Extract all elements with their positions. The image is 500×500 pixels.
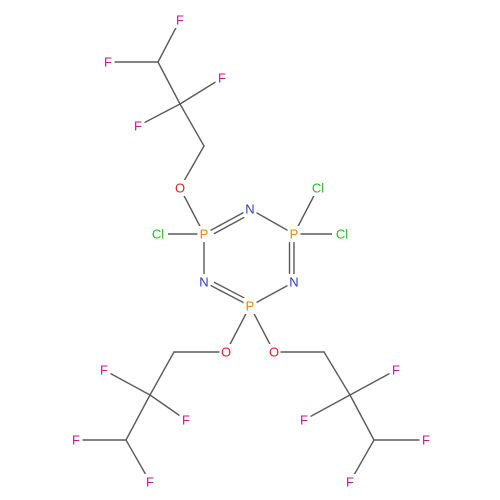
atom-f5: F [97,362,111,378]
bond-c1-c2 [179,103,205,147]
atom-label-background [243,201,257,217]
atom-symbol: P [200,227,209,242]
atom-label-background [197,226,211,242]
atom-symbol: Cl [336,227,348,242]
atom-label-background [243,298,257,314]
atom-label-background [131,118,145,134]
atom-label-background [219,344,233,360]
atom-symbol: F [346,475,354,490]
atom-symbol: F [146,475,154,490]
atom-f6: F [179,412,193,428]
bond-p3-n3-second-line [213,281,245,299]
atom-f11: F [419,432,433,448]
atom-label-background [419,432,433,448]
atom-symbol: O [175,181,185,196]
atom-label-background [389,362,403,378]
atom-symbol: F [392,363,400,378]
atom-symbol: F [218,71,226,86]
atom-f9: F [389,362,403,378]
atom-label-background [332,226,352,242]
atom-label-background [101,54,115,70]
atom-f4: F [131,118,145,134]
bond-c5-c6 [125,394,151,441]
bond-c8-f9 [349,369,397,396]
atom-f10: F [297,412,311,428]
atom-label-background [287,226,301,242]
atom-symbol: P [246,299,255,314]
atom-symbol: F [134,119,142,134]
atom-o2: O [219,344,233,360]
bond-c2-c3 [157,61,181,105]
atom-label-background [267,344,281,360]
atom-label-background [215,70,229,86]
bond-c4-c5 [149,351,175,396]
atom-label-background [308,180,328,196]
atom-symbol: F [176,13,184,28]
atom-cl3: Cl [332,226,352,242]
atom-symbol: F [100,363,108,378]
atom-f7: F [69,432,83,448]
atom-f2: F [101,54,115,70]
atom-symbol: N [289,275,298,290]
bond-c8-f10 [303,394,351,421]
atom-symbol: N [245,202,254,217]
bond-layer [75,19,427,483]
atom-cl2: Cl [308,180,328,196]
atom-label-background [97,362,111,378]
atom-n3: N [197,274,211,290]
bond-c2-f4 [137,103,181,127]
atom-symbol: F [182,413,190,428]
atom-symbol: O [221,345,231,360]
atom-f8: F [143,474,157,490]
bond-n1-p2 [249,208,295,235]
atom-o3: O [267,344,281,360]
atom-p3: P [243,298,257,314]
bond-p1-n1 [203,208,251,235]
atom-label-background [179,412,193,428]
bond-p1-n1-second-line [213,216,245,235]
bond-p3-n3 [203,281,251,307]
atom-p1: P [197,226,211,242]
bond-c5-f5 [103,369,151,396]
atom-label-background [143,474,157,490]
atom-f12: F [343,474,357,490]
atom-symbol: O [269,345,279,360]
bond-c2-f3 [179,77,223,105]
bond-c7-c8 [323,351,351,396]
atom-f1: F [173,12,187,28]
atom-symbol: F [104,55,112,70]
atom-o1: O [173,180,187,196]
atom-n1: N [243,201,257,217]
atom-label-background [197,274,211,290]
bond-n2-p3 [249,281,295,307]
atom-f3: F [215,70,229,86]
atom-label-background [148,226,168,242]
atom-label-background [343,474,357,490]
atom-symbol: N [199,275,208,290]
atom-symbol: F [300,413,308,428]
atom-symbol: F [72,433,80,448]
atom-label-background [173,180,187,196]
atom-label-background [173,12,187,28]
atom-p2: P [287,226,301,242]
atom-label-background [69,432,83,448]
atom-label-background [297,412,311,428]
atom-symbol: F [422,433,430,448]
atom-cl1: Cl [148,226,168,242]
atom-symbol: Cl [312,181,324,196]
atom-symbol: P [290,227,299,242]
atom-label-background [287,274,301,290]
atom-n2: N [287,274,301,290]
bond-c8-c9 [349,394,375,441]
atom-symbol: Cl [152,227,164,242]
